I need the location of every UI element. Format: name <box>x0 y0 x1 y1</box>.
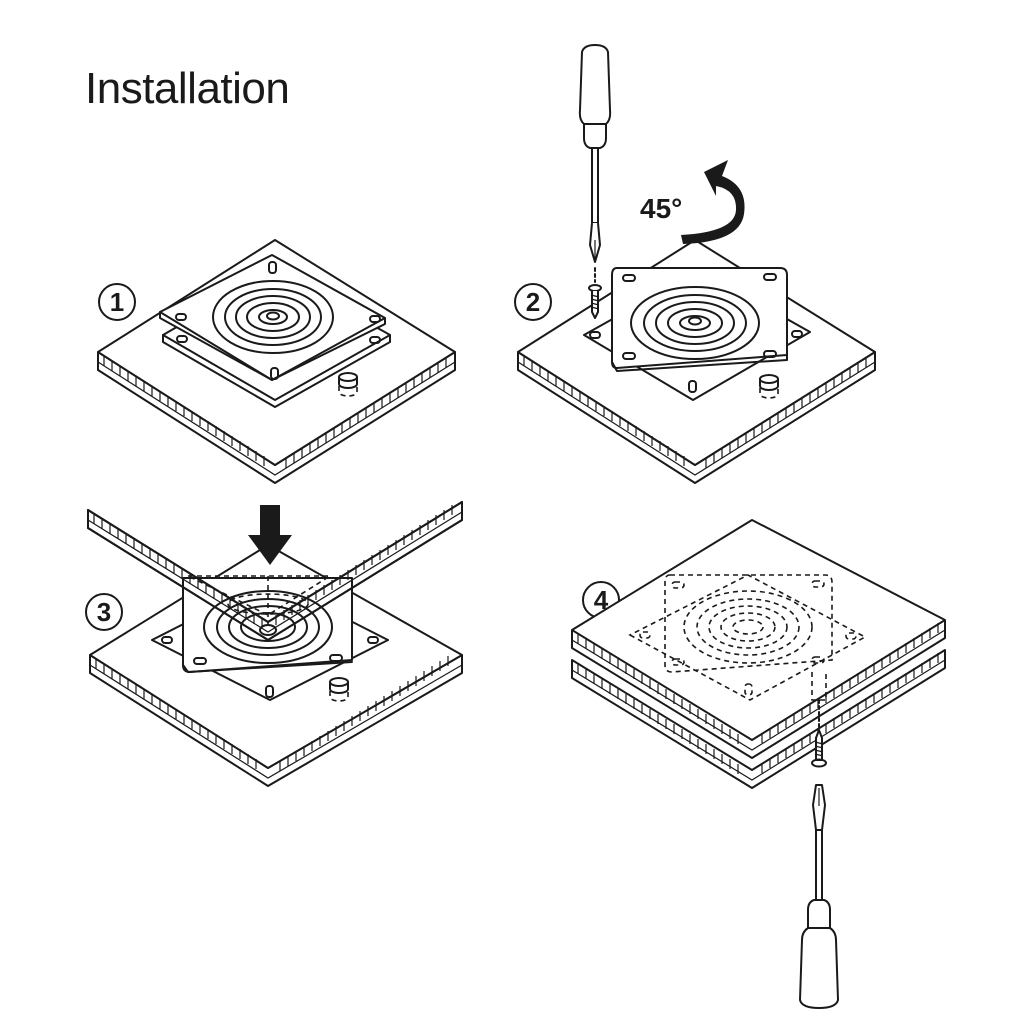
svg-text:4: 4 <box>594 585 609 615</box>
step-2: 2 <box>514 44 876 484</box>
page-title: Installation <box>85 64 290 113</box>
svg-text:2: 2 <box>526 287 540 317</box>
step-4: 4 <box>571 519 946 1009</box>
step-2-swivel-plate <box>583 267 811 401</box>
step-3: 3 <box>85 501 463 787</box>
step-1-badge: 1 <box>98 283 136 321</box>
step-2-screwdriver <box>578 44 612 283</box>
rotation-angle-label: 45° <box>640 193 682 224</box>
step-3-top-board <box>87 501 463 641</box>
step-2-badge: 2 <box>514 283 552 321</box>
step-2-rubber-foot <box>759 374 779 399</box>
step-3-rubber-foot <box>329 677 349 702</box>
step-4-bottom-board <box>571 649 946 789</box>
step-1-rubber-foot <box>338 372 358 397</box>
step-4-hidden-swivel-plate <box>628 574 867 701</box>
svg-text:3: 3 <box>97 597 111 627</box>
down-arrow-icon <box>248 505 292 565</box>
step-4-top-board <box>571 519 946 759</box>
step-3-swivel-plate <box>151 577 389 701</box>
svg-text:1: 1 <box>110 287 124 317</box>
step-3-badge: 3 <box>85 593 123 631</box>
step-2-screw <box>588 284 602 319</box>
step-4-screwdriver <box>799 784 839 1009</box>
step-4-screw <box>811 699 827 768</box>
step-1: 1 <box>97 239 456 484</box>
rotate-arrow-icon: 45° <box>640 160 745 244</box>
step-1-swivel-plate <box>159 254 391 408</box>
